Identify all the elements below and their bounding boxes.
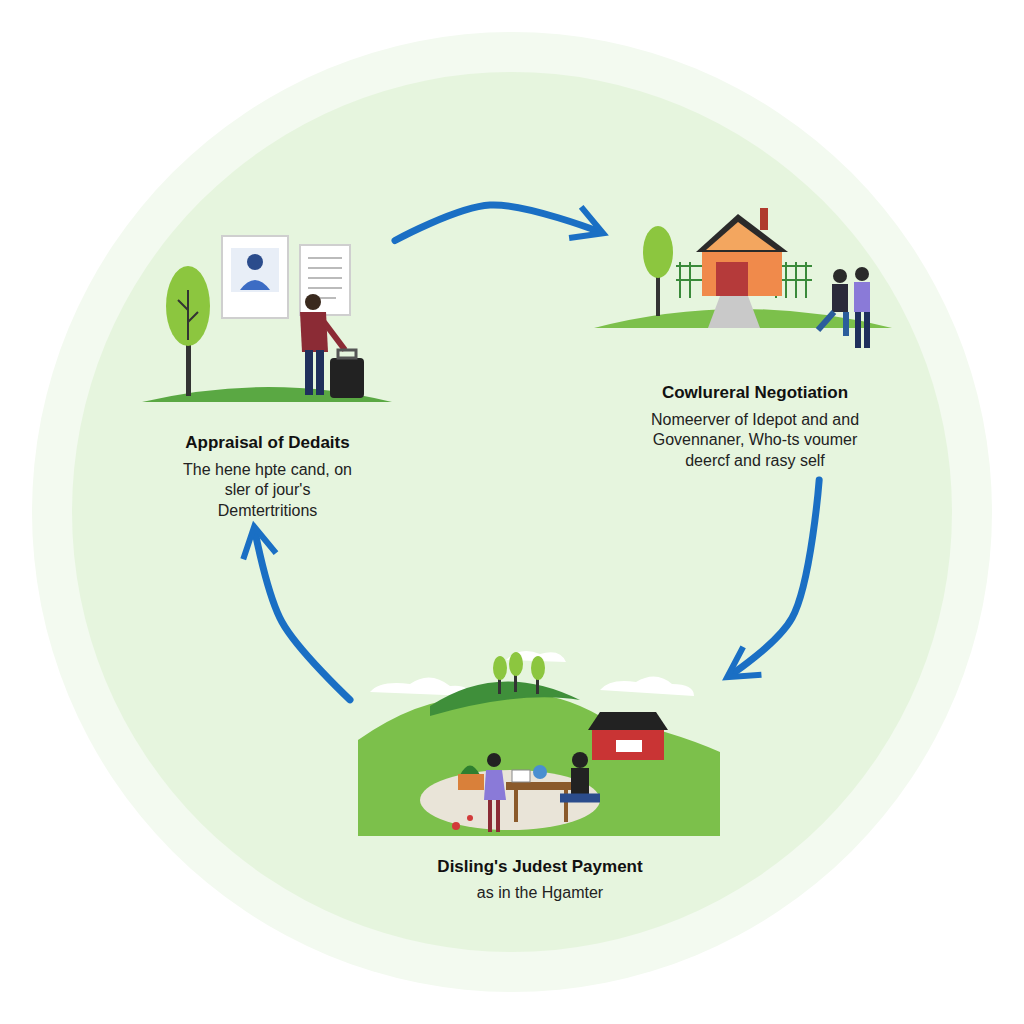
stage-description: as in the Hgamter [477,883,603,904]
outer-halo [32,32,992,992]
cycle-arrow [255,530,350,700]
stage-heading: Cowlureral Negotiation [662,382,848,403]
payment-scene [358,651,720,836]
appraisal-scene [142,236,392,402]
stage-heading: Appraisal of Dedaits [185,432,349,453]
cycle-arrow [395,205,600,241]
stage-group: Cowlureral NegotiationNomeerver of Idepo… [600,195,910,480]
stage-description: Nomeerver of Idepot and and Govennaner, … [630,410,880,472]
cycle-circle [72,72,952,952]
stage-group: Appraisal of DedaitsThe hene hpte cand, … [140,230,395,530]
stage-heading: Disling's Judest Payment [437,856,642,877]
negotiation-scene [594,208,892,348]
stage-description: The hene hpte cand, on sler of jour's De… [175,460,360,522]
stage-group: Disling's Judest Payment as in the Hgamte… [350,640,730,912]
cycle-arrow [730,480,819,675]
